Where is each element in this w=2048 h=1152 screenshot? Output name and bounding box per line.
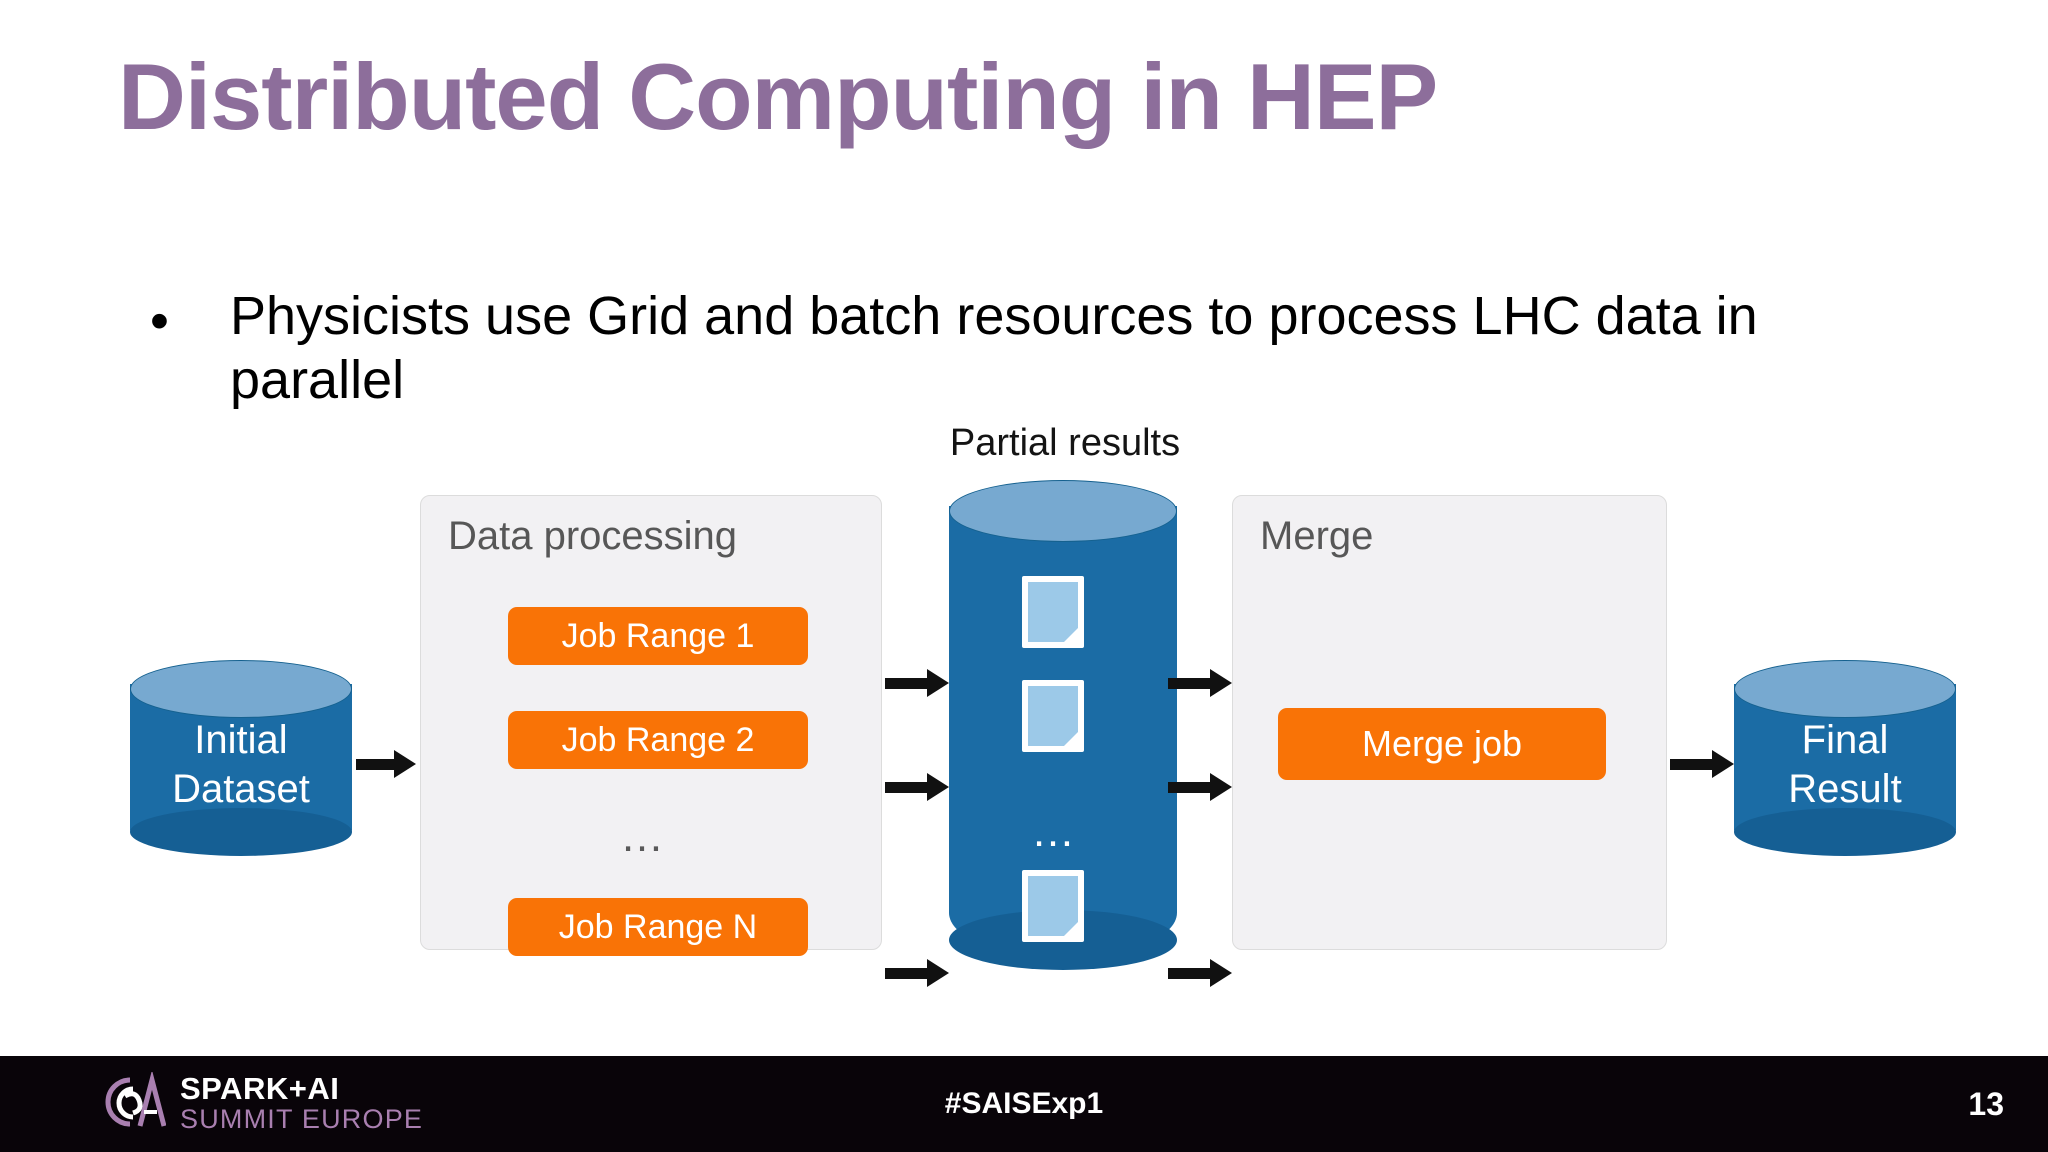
job-range-1-chip[interactable]: Job Range 1 bbox=[508, 607, 808, 665]
footer-hashtag: #SAISExp1 bbox=[944, 1087, 1104, 1120]
bullet-item-text: Physicists use Grid and batch resources … bbox=[230, 286, 1758, 410]
arrow-merge-to-final-result bbox=[1670, 750, 1734, 778]
arrow-head-icon bbox=[927, 773, 949, 801]
arrow-shaft bbox=[1670, 758, 1712, 770]
arrow-shaft bbox=[885, 677, 927, 689]
spark-ai-summit-logo: SPARK+AI SUMMIT EUROPE bbox=[100, 1072, 423, 1134]
partial-results-ellipsis: … bbox=[1031, 807, 1078, 856]
slide-footer: SPARK+AI SUMMIT EUROPE #SAISExp1 13 bbox=[0, 1056, 2048, 1152]
arrow-head-icon bbox=[1210, 669, 1232, 697]
arrow-job1-to-partial-results bbox=[885, 669, 949, 697]
arrow-shaft bbox=[1168, 967, 1210, 979]
logo-line-spark-ai: SPARK+AI bbox=[180, 1071, 340, 1107]
document-fold-corner-icon bbox=[1064, 922, 1078, 936]
job-range-n-chip[interactable]: Job Range N bbox=[508, 898, 808, 956]
logo-wordmark: SPARK+AI SUMMIT EUROPE bbox=[180, 1073, 423, 1133]
arrow-job2-to-partial-results bbox=[885, 773, 949, 801]
job-list-ellipsis: … bbox=[620, 812, 667, 861]
arrow-shaft bbox=[885, 781, 927, 793]
cylinder-top-ellipse bbox=[949, 480, 1177, 542]
bullet-marker: • bbox=[150, 291, 169, 351]
spark-ai-logo-mark-icon bbox=[105, 1072, 166, 1127]
arrow-head-icon bbox=[927, 669, 949, 697]
arrow-shaft bbox=[1168, 677, 1210, 689]
final-result-label-line1: Final bbox=[1801, 718, 1889, 762]
arrow-shaft bbox=[1168, 781, 1210, 793]
partial-result-document-1-icon bbox=[1022, 576, 1084, 648]
partial-results-caption: Partial results bbox=[949, 422, 1181, 464]
arrow-head-icon bbox=[1210, 959, 1232, 987]
initial-dataset-database: Initial Dataset bbox=[130, 660, 352, 860]
workflow-diagram: Partial results Initial Dataset Data pro… bbox=[0, 422, 2048, 1050]
arrow-head-icon bbox=[1712, 750, 1734, 778]
arrow-partial-results-to-merge-1 bbox=[1168, 669, 1232, 697]
slide-page-number: 13 bbox=[1968, 1086, 2004, 1122]
arrow-initial-to-data-processing bbox=[356, 750, 416, 778]
arrow-jobn-to-partial-results bbox=[885, 959, 949, 987]
cylinder-bottom bbox=[1734, 808, 1956, 856]
initial-dataset-label-line1: Initial bbox=[194, 718, 288, 762]
initial-dataset-label: Initial Dataset bbox=[130, 716, 352, 814]
cylinder-bottom bbox=[130, 808, 352, 856]
cylinder-top-ellipse bbox=[130, 660, 352, 718]
initial-dataset-label-line2: Dataset bbox=[172, 766, 310, 811]
arrow-head-icon bbox=[927, 959, 949, 987]
logo-line-summit-europe: SUMMIT EUROPE bbox=[180, 1103, 424, 1134]
final-result-label: Final Result bbox=[1734, 716, 1956, 814]
partial-result-document-3-icon bbox=[1022, 870, 1084, 942]
cylinder-top-ellipse bbox=[1734, 660, 1956, 718]
final-result-label-line2: Result bbox=[1788, 766, 1902, 811]
partial-result-document-2-icon bbox=[1022, 680, 1084, 752]
page-title: Distributed Computing in HEP bbox=[118, 44, 1438, 149]
arrow-head-icon bbox=[1210, 773, 1232, 801]
arrow-shaft bbox=[885, 967, 927, 979]
arrow-head-icon bbox=[394, 750, 416, 778]
bullet-list: • Physicists use Grid and batch resource… bbox=[150, 285, 1910, 412]
document-fold-corner-icon bbox=[1064, 628, 1078, 642]
document-fold-corner-icon bbox=[1064, 732, 1078, 746]
arrow-partial-results-to-merge-3 bbox=[1168, 959, 1232, 987]
arrow-partial-results-to-merge-2 bbox=[1168, 773, 1232, 801]
merge-panel-title: Merge bbox=[1260, 514, 1374, 558]
final-result-database: Final Result bbox=[1734, 660, 1956, 860]
arrow-shaft bbox=[356, 758, 394, 770]
job-range-2-chip[interactable]: Job Range 2 bbox=[508, 711, 808, 769]
data-processing-panel-title: Data processing bbox=[448, 514, 738, 558]
merge-job-chip[interactable]: Merge job bbox=[1278, 708, 1606, 780]
